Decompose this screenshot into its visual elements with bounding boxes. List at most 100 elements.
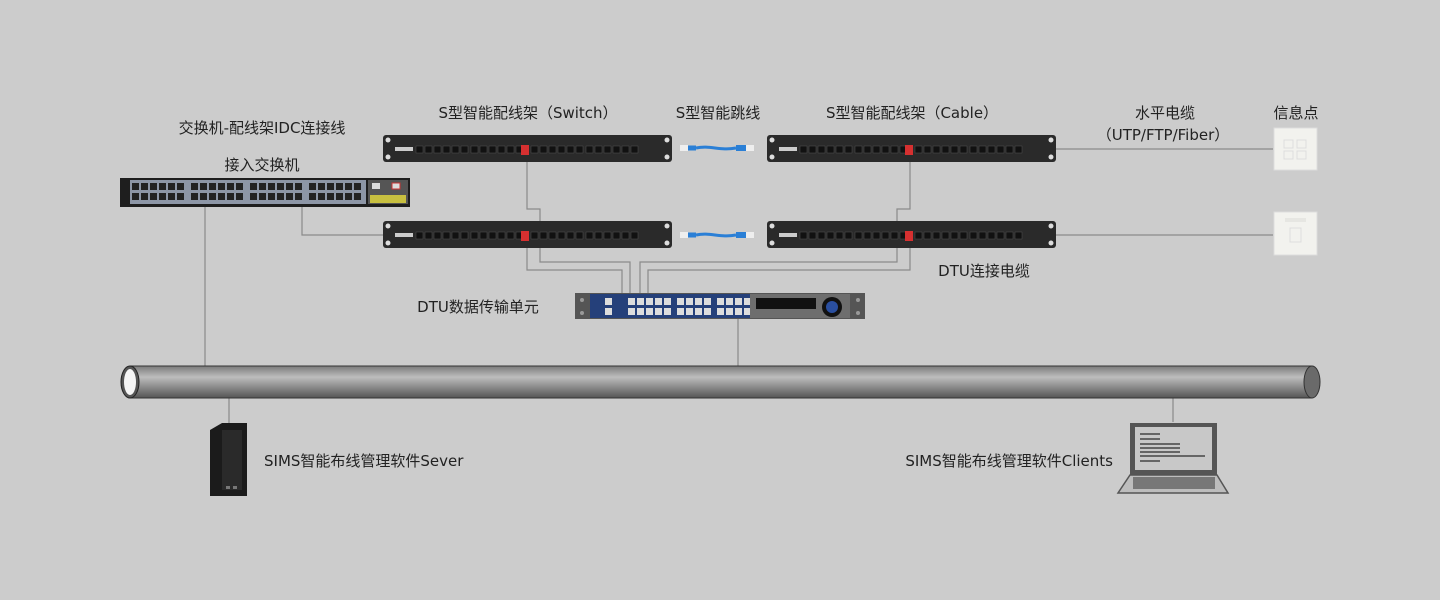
- patch-panel-icon: [767, 135, 1056, 162]
- port-icon: [309, 193, 316, 200]
- port-icon: [695, 298, 702, 305]
- port-icon: [655, 298, 662, 305]
- jumper-label: S型智能跳线: [676, 104, 761, 122]
- wires: [204, 148, 1273, 423]
- port-icon: [309, 183, 316, 190]
- horizontal-cable-label: 水平电缆: [1135, 104, 1195, 122]
- port-icon: [141, 193, 148, 200]
- backbone-pipe-icon: [120, 365, 1321, 399]
- port-icon: [637, 308, 644, 315]
- port-icon: [218, 193, 225, 200]
- port-icon: [704, 308, 711, 315]
- port-icon: [286, 183, 293, 190]
- access-switch-label: 接入交换机: [224, 156, 299, 174]
- port-icon: [218, 183, 225, 190]
- port-icon: [336, 183, 343, 190]
- port-icon: [168, 183, 175, 190]
- switch-icon: [120, 178, 410, 207]
- port-icon: [259, 193, 266, 200]
- port-icon: [268, 183, 275, 190]
- port-icon: [132, 183, 139, 190]
- port-icon: [177, 193, 184, 200]
- port-icon: [227, 183, 234, 190]
- port-icon: [677, 298, 684, 305]
- port-icon: [227, 193, 234, 200]
- patch-panel-icon: [767, 221, 1056, 248]
- port-icon: [295, 193, 302, 200]
- port-icon: [677, 308, 684, 315]
- red-port-icon: [521, 145, 529, 155]
- port-icon: [277, 183, 284, 190]
- idc-cable-label: 交换机-配线架IDC连接线: [179, 119, 346, 137]
- port-icon: [250, 193, 257, 200]
- port-icon: [277, 193, 284, 200]
- red-port-icon: [905, 145, 913, 155]
- port-icon: [345, 183, 352, 190]
- port-icon: [726, 308, 733, 315]
- server-icon: [210, 423, 247, 496]
- dtu-cable-label: DTU连接电缆: [938, 262, 1030, 280]
- port-icon: [628, 308, 635, 315]
- dtu-icon: [575, 293, 865, 319]
- dtu-unit-label: DTU数据传输单元: [417, 298, 539, 316]
- horizontal-cable-types-label: （UTP/FTP/Fiber）: [1097, 126, 1230, 144]
- port-icon: [664, 298, 671, 305]
- port-icon: [327, 193, 334, 200]
- red-port-icon: [905, 231, 913, 241]
- port-icon: [168, 193, 175, 200]
- port-icon: [295, 183, 302, 190]
- info-point-label: 信息点: [1273, 104, 1318, 122]
- patch-panel-icon: [383, 135, 672, 162]
- port-icon: [686, 308, 693, 315]
- port-icon: [735, 298, 742, 305]
- port-icon: [664, 308, 671, 315]
- port-icon: [318, 183, 325, 190]
- port-icon: [150, 183, 157, 190]
- port-icon: [646, 298, 653, 305]
- port-icon: [191, 183, 198, 190]
- port-icon: [336, 193, 343, 200]
- port-icon: [209, 193, 216, 200]
- port-icon: [209, 183, 216, 190]
- port-icon: [345, 193, 352, 200]
- jumper-cable-icon: [680, 145, 754, 238]
- wall-outlet-icon: [1273, 211, 1318, 256]
- port-icon: [605, 298, 612, 305]
- port-icon: [177, 183, 184, 190]
- port-icon: [191, 193, 198, 200]
- server-label: SIMS智能布线管理软件Sever: [264, 452, 464, 470]
- port-icon: [744, 308, 751, 315]
- port-icon: [236, 183, 243, 190]
- port-icon: [159, 193, 166, 200]
- port-icon: [354, 193, 361, 200]
- port-icon: [628, 298, 635, 305]
- port-icon: [286, 193, 293, 200]
- port-icon: [327, 183, 334, 190]
- port-icon: [236, 193, 243, 200]
- port-icon: [646, 308, 653, 315]
- port-icon: [704, 298, 711, 305]
- panel-switch-label: S型智能配线架（Switch）: [438, 104, 617, 122]
- port-icon: [318, 193, 325, 200]
- port-icon: [200, 183, 207, 190]
- laptop-icon: [1116, 423, 1230, 494]
- port-icon: [744, 298, 751, 305]
- port-icon: [637, 298, 644, 305]
- port-icon: [717, 298, 724, 305]
- port-icon: [159, 183, 166, 190]
- port-icon: [268, 193, 275, 200]
- port-icon: [150, 193, 157, 200]
- port-icon: [354, 183, 361, 190]
- port-icon: [250, 183, 257, 190]
- panel-cable-label: S型智能配线架（Cable）: [826, 104, 998, 122]
- port-icon: [259, 183, 266, 190]
- patch-panel-icon: [383, 221, 672, 248]
- port-icon: [717, 308, 724, 315]
- port-icon: [605, 308, 612, 315]
- port-icon: [655, 308, 662, 315]
- port-icon: [686, 298, 693, 305]
- port-icon: [735, 308, 742, 315]
- wall-outlet-icon: [1273, 127, 1318, 171]
- red-port-icon: [521, 231, 529, 241]
